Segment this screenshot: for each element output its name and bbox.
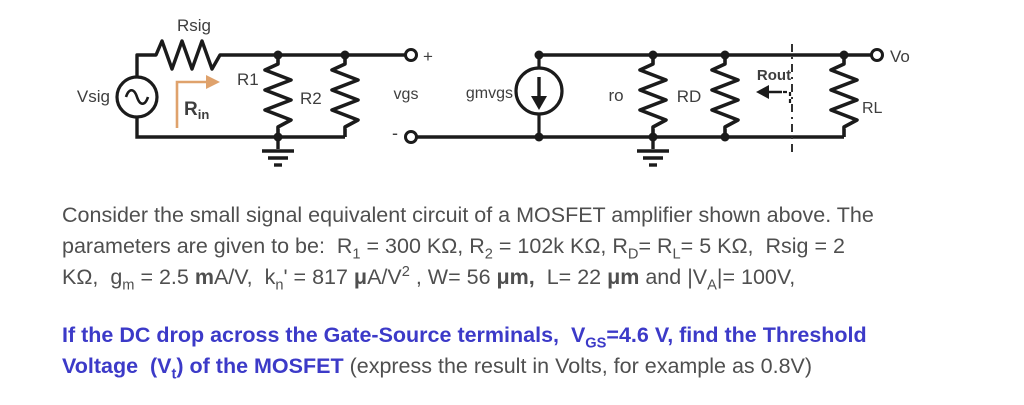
vsig-source bbox=[115, 75, 159, 119]
r2-resistor bbox=[330, 55, 360, 137]
rl-label: RL bbox=[862, 100, 883, 117]
text-segment: A/V bbox=[367, 265, 402, 289]
text-segment: ) of the MOSFET bbox=[176, 354, 350, 378]
text-segment: m bbox=[122, 277, 135, 294]
text-line: Voltage (Vt) of the MOSFET (express the … bbox=[62, 351, 1012, 382]
text-segment: If the DC drop across the Gate-Source te… bbox=[62, 323, 586, 347]
text-segment: 2 bbox=[484, 246, 493, 263]
text-segment: , W= 56 bbox=[409, 265, 497, 289]
vgs-label: vgs bbox=[394, 86, 419, 103]
bottom-left-wire bbox=[135, 117, 345, 139]
text-segment: = R bbox=[638, 234, 673, 258]
ground-symbol-right bbox=[637, 137, 669, 167]
vo-terminal bbox=[870, 48, 884, 62]
question-prompt: If the DC drop across the Gate-Source te… bbox=[62, 320, 1012, 382]
text-segment: and |V bbox=[639, 265, 708, 289]
text-segment: A bbox=[707, 277, 717, 294]
text-segment: = 102k KΩ, R bbox=[492, 234, 628, 258]
rin-label-sub: in bbox=[198, 107, 210, 122]
text-segment: = 2.5 bbox=[134, 265, 195, 289]
rin-label-base: R bbox=[184, 99, 198, 120]
rl-resistor bbox=[829, 55, 859, 137]
text-line: If the DC drop across the Gate-Source te… bbox=[62, 320, 1012, 351]
junction-dots-left bbox=[273, 50, 350, 142]
rin-arrow bbox=[175, 75, 220, 128]
text-segment: |= 100V, bbox=[716, 265, 796, 289]
rin-label: Rin bbox=[184, 99, 209, 122]
text-segment: ' = 817 bbox=[283, 265, 354, 289]
junction-dots-right bbox=[534, 50, 849, 142]
rout-arrow bbox=[756, 85, 792, 103]
text-segment: KΩ, g bbox=[62, 265, 123, 289]
r1-label: R1 bbox=[237, 70, 259, 89]
text-segment: = 300 KΩ, R bbox=[360, 234, 485, 258]
rd-resistor bbox=[710, 55, 740, 137]
text-segment: μm bbox=[607, 265, 640, 289]
question-text: Consider the small signal equivalent cir… bbox=[62, 200, 1012, 382]
vo-label: Vo bbox=[890, 47, 910, 66]
text-segment: μm, bbox=[496, 265, 535, 289]
vgs-plus-label: + bbox=[423, 47, 433, 66]
text-segment: m bbox=[194, 265, 214, 289]
text-line: Consider the small signal equivalent cir… bbox=[62, 200, 1012, 231]
r1-resistor bbox=[263, 55, 293, 137]
text-segment: μ bbox=[353, 265, 368, 289]
text-segment: parameters are given to be: R bbox=[62, 234, 353, 258]
text-line: parameters are given to be: R1 = 300 KΩ,… bbox=[62, 231, 1012, 262]
vgs-port bbox=[404, 48, 418, 144]
r2-label: R2 bbox=[300, 89, 322, 108]
rd-label: RD bbox=[677, 87, 702, 106]
text-segment: D bbox=[627, 246, 639, 263]
problem-statement: Consider the small signal equivalent cir… bbox=[62, 200, 1012, 293]
gmvgs-label: gmvgs bbox=[466, 85, 513, 102]
vgs-minus-label: - bbox=[392, 123, 398, 143]
text-segment: n bbox=[275, 277, 284, 294]
rsig-label: Rsig bbox=[177, 16, 211, 35]
text-segment: = 5 KΩ, Rsig = 2 bbox=[680, 234, 845, 258]
ro-label: ro bbox=[608, 86, 623, 105]
text-segment: t bbox=[171, 366, 177, 383]
rsig-resistor bbox=[135, 39, 405, 77]
text-segment: Voltage (V bbox=[62, 354, 172, 378]
circuit-diagram: Rsig Vsig R1 R2 Rin vgs + - gmvgs ro RD … bbox=[77, 16, 910, 167]
text-segment: 1 bbox=[352, 246, 361, 263]
text-segment: A/V, k bbox=[213, 265, 276, 289]
text-segment: GS bbox=[585, 335, 607, 352]
text-segment: 2 bbox=[401, 263, 410, 280]
vsig-label: Vsig bbox=[77, 87, 110, 106]
gmvgs-current-source bbox=[514, 55, 564, 137]
text-segment: L= 22 bbox=[534, 265, 608, 289]
text-segment: Consider the small signal equivalent cir… bbox=[62, 203, 874, 227]
text-segment: (express the result in Volts, for exampl… bbox=[349, 354, 813, 378]
ro-resistor bbox=[638, 55, 668, 137]
text-segment: L bbox=[672, 246, 681, 263]
rout-label: Rout bbox=[757, 67, 791, 84]
text-segment: =4.6 V, find the Threshold bbox=[606, 323, 867, 347]
text-line: KΩ, gm = 2.5 mA/V, kn' = 817 μA/V2 , W= … bbox=[62, 262, 1012, 293]
